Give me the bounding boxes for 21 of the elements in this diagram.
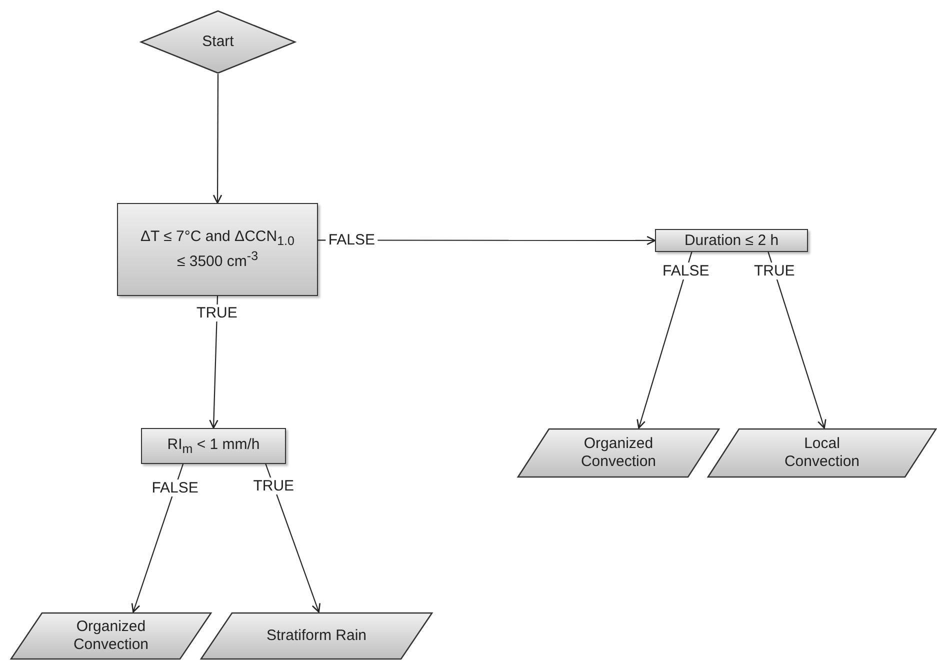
decision-box [655,229,808,252]
arrow [212,74,222,204]
output-parallelogram [517,428,720,478]
decision-box [117,203,318,296]
output-parallelogram [707,428,937,478]
arrow [265,464,321,613]
node-text: Duration ≤ 2 h [684,232,779,250]
arrow [768,252,826,429]
node-text: Organized Convection [580,435,658,471]
output-parallelogram [10,612,212,660]
node-text: Start [202,33,234,51]
arrow [131,464,184,613]
arrow [636,252,692,429]
output-parallelogram [200,612,433,660]
node-text: ΔT ≤ 7°C and ΔCCN$_{1.0}$ ≤ 3500 cm$^{-3}$ [140,228,296,271]
node-text: Local Convection [783,435,861,471]
start-diamond [140,10,296,74]
node-text: RI$_{m}$ < 1 mm/h [167,436,260,456]
node-text: Organized Convection [72,618,150,654]
decision-box [141,428,286,464]
node-text: Stratiform Rain [266,627,367,645]
